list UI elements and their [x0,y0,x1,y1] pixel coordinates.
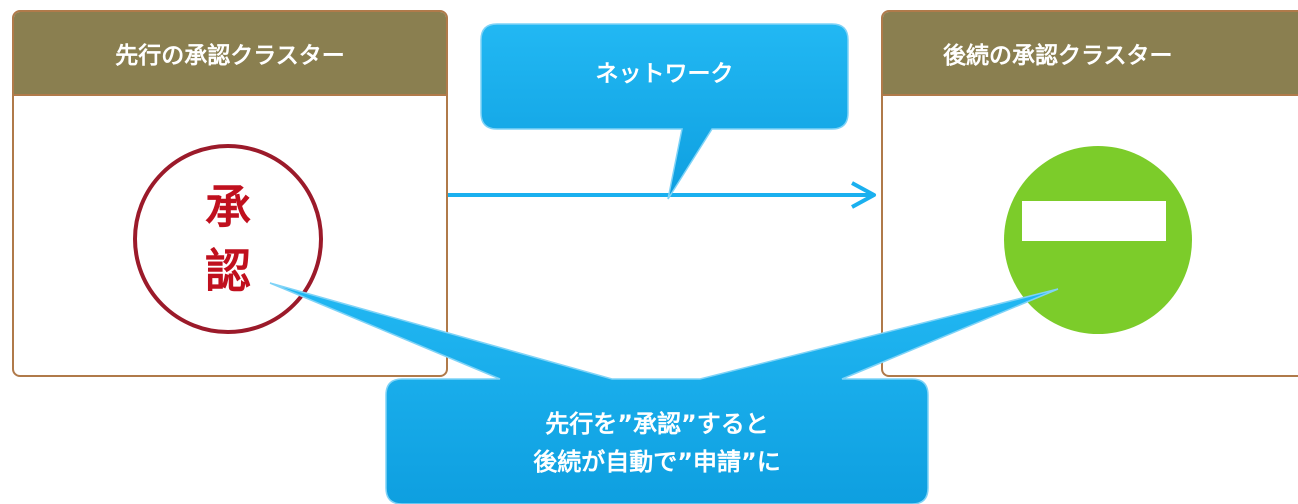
subsequent-cluster-title: 後続の承認クラスター [883,12,1298,96]
approve-stamp-icon: 承 認 [133,144,323,334]
network-callout-label: ネットワーク [595,61,734,87]
bottom-callout-text: 先行を”承認”すると 後続が自動で”申請”に [386,405,928,481]
network-callout-bubble [480,23,849,200]
network-arrow-head [851,181,876,209]
bottom-callout-line2: 後続が自動で”申請”に [533,448,781,476]
approve-stamp-line2: 認 [205,244,251,298]
bottom-callout-bubble [269,282,1059,504]
preceding-cluster-title: 先行の承認クラスター [14,12,446,96]
approve-stamp-line1: 承 [205,180,251,234]
bottom-callout-line1: 先行を”承認”すると [545,410,769,438]
apply-status-bar [1022,201,1166,241]
